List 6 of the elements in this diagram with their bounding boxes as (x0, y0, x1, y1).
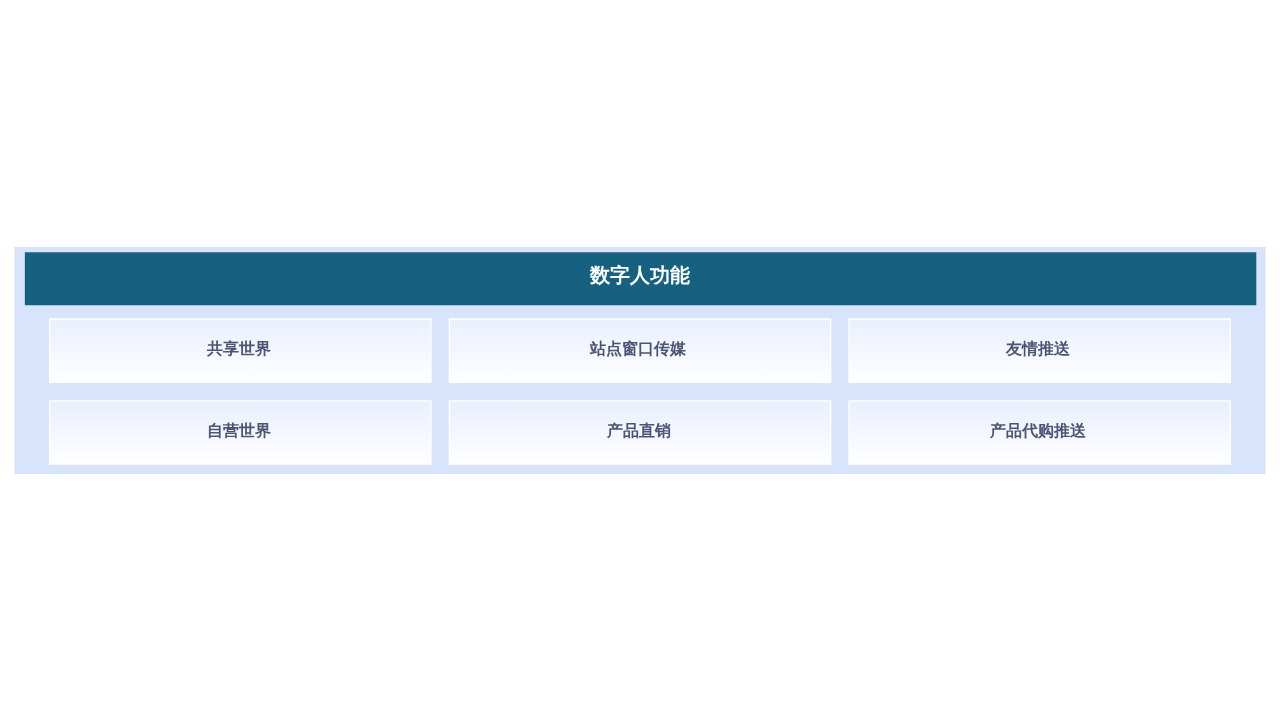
node-box: 友情推送 (848, 317, 1232, 383)
node-box: 产品直销 (448, 399, 832, 465)
node-box: 站点窗口传媒 (448, 317, 832, 383)
node-box: 自营世界 (48, 399, 432, 465)
node-box: 共享世界 (48, 317, 432, 383)
node-box: 产品代购推送 (848, 399, 1232, 465)
